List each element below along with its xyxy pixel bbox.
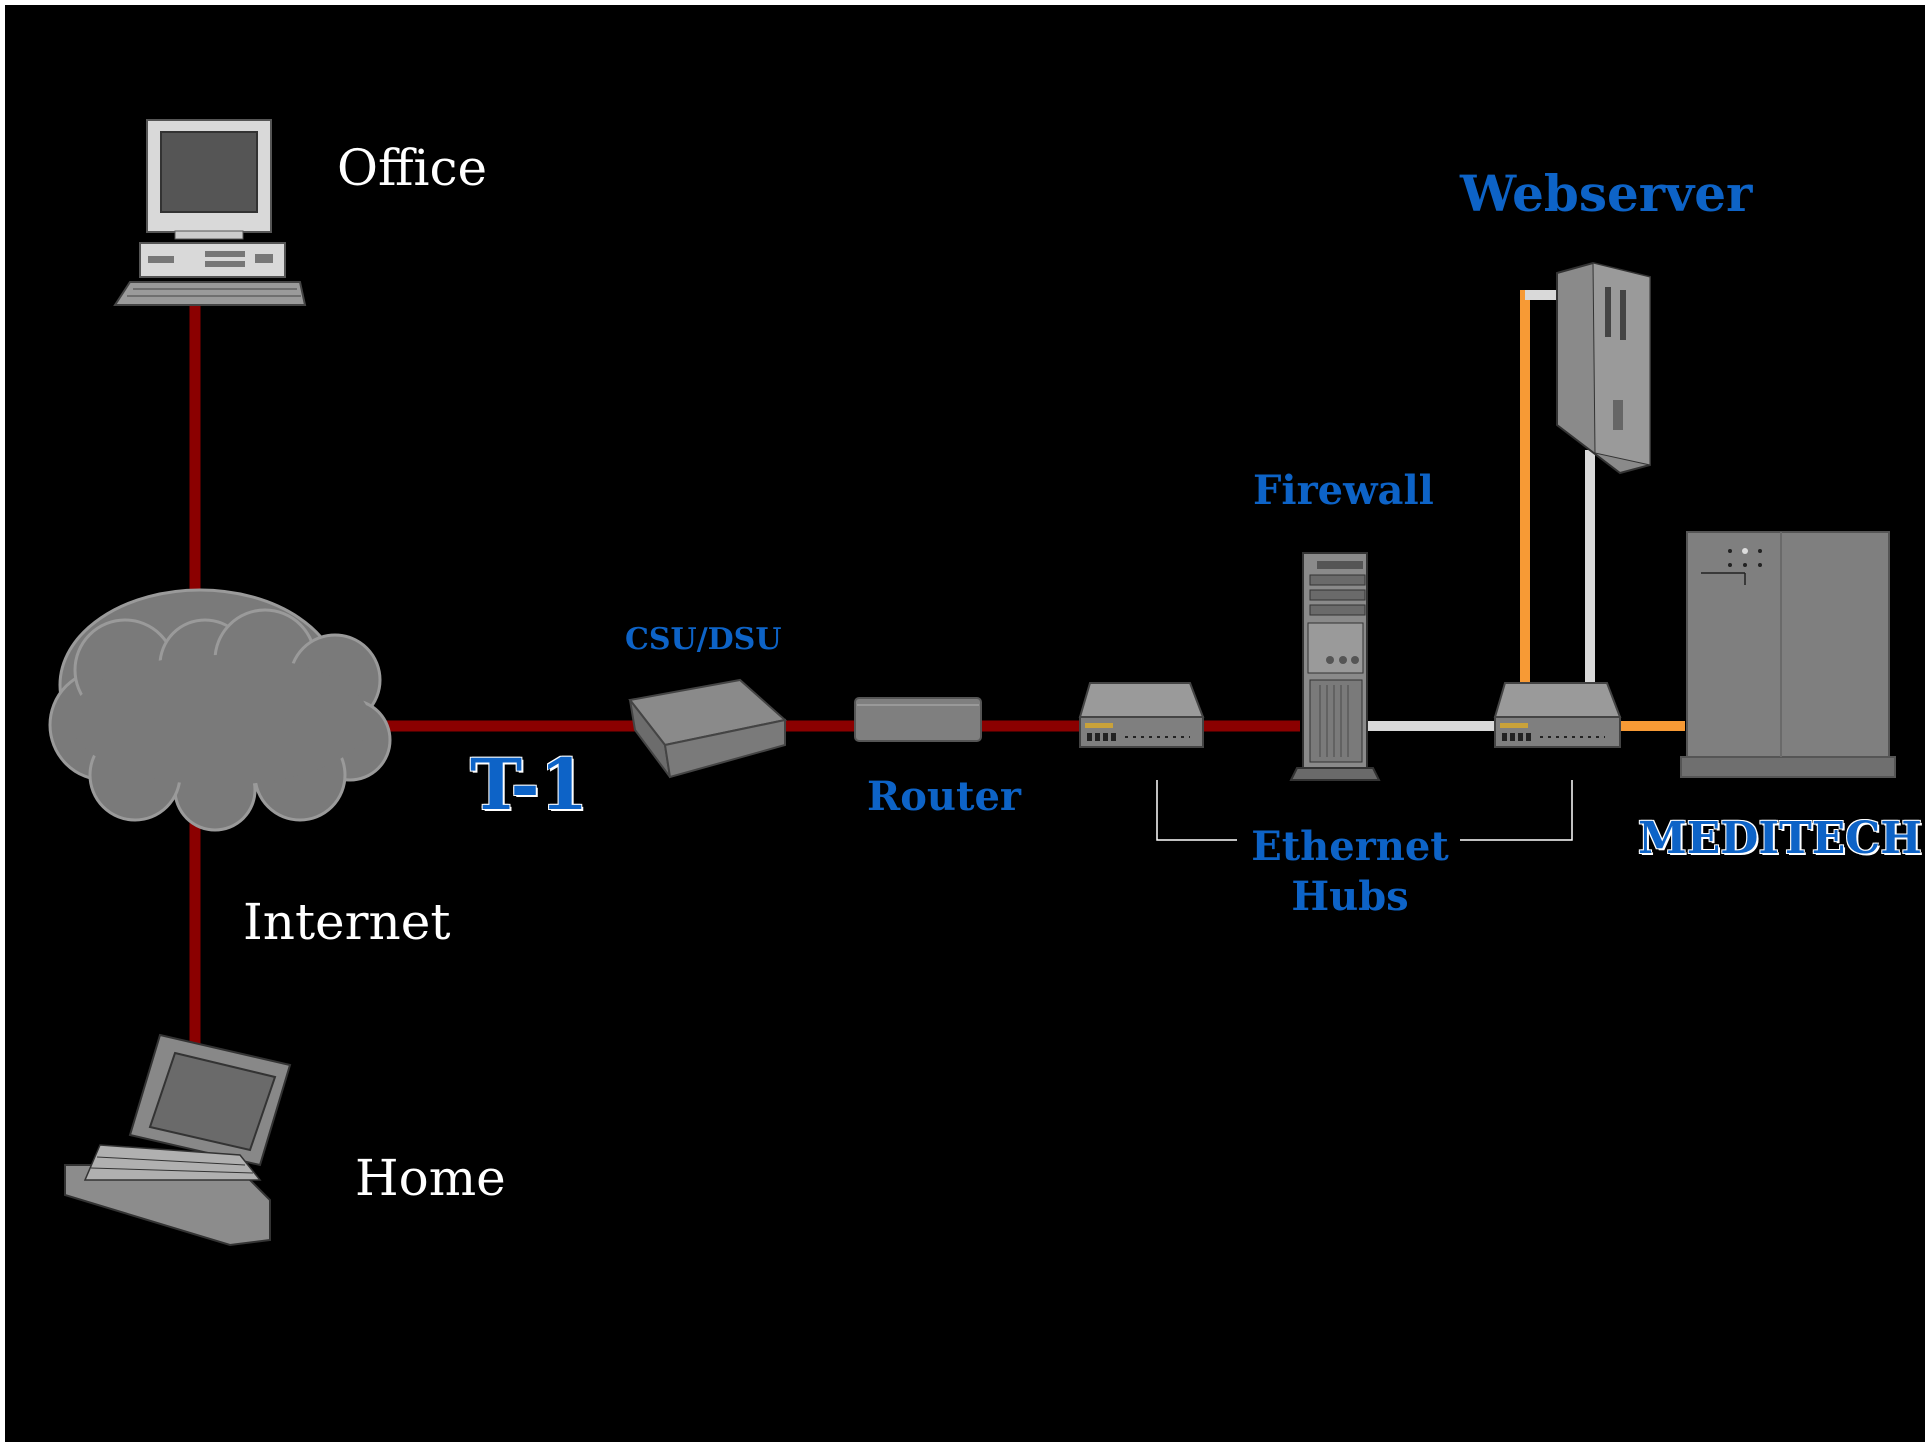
label-office: Office (337, 139, 488, 197)
network-diagram-slide: Office Internet Home T-1 CSU/DSU Router … (5, 5, 1925, 1442)
label-internet: Internet (243, 893, 451, 951)
label-csu-dsu: CSU/DSU (625, 622, 782, 657)
ethernet-hub-icon (1493, 682, 1622, 748)
laptop-icon (64, 1033, 292, 1247)
desktop-computer-icon (113, 119, 307, 306)
cloud-icon (48, 588, 392, 832)
tower-server-icon (1289, 552, 1381, 781)
csu-dsu-icon (628, 678, 788, 779)
label-meditech: MEDITECH (1638, 813, 1922, 864)
connections (189, 290, 1685, 1050)
ethernet-hubs-bracket (1156, 780, 1573, 841)
router-icon (854, 697, 982, 742)
network-diagram (48, 119, 1896, 1247)
meditech-server-icon (1680, 531, 1896, 778)
link-webserver-meditech (1520, 290, 1557, 685)
label-router: Router (867, 773, 1022, 820)
webserver-icon (1556, 261, 1651, 475)
label-t1: T-1 (470, 743, 589, 826)
ethernet-hub-icon (1078, 682, 1205, 748)
label-ethernet-hubs: Ethernet Hubs (1251, 823, 1449, 920)
label-home: Home (355, 1149, 506, 1207)
label-firewall: Firewall (1253, 467, 1434, 514)
label-webserver: Webserver (1460, 164, 1753, 223)
